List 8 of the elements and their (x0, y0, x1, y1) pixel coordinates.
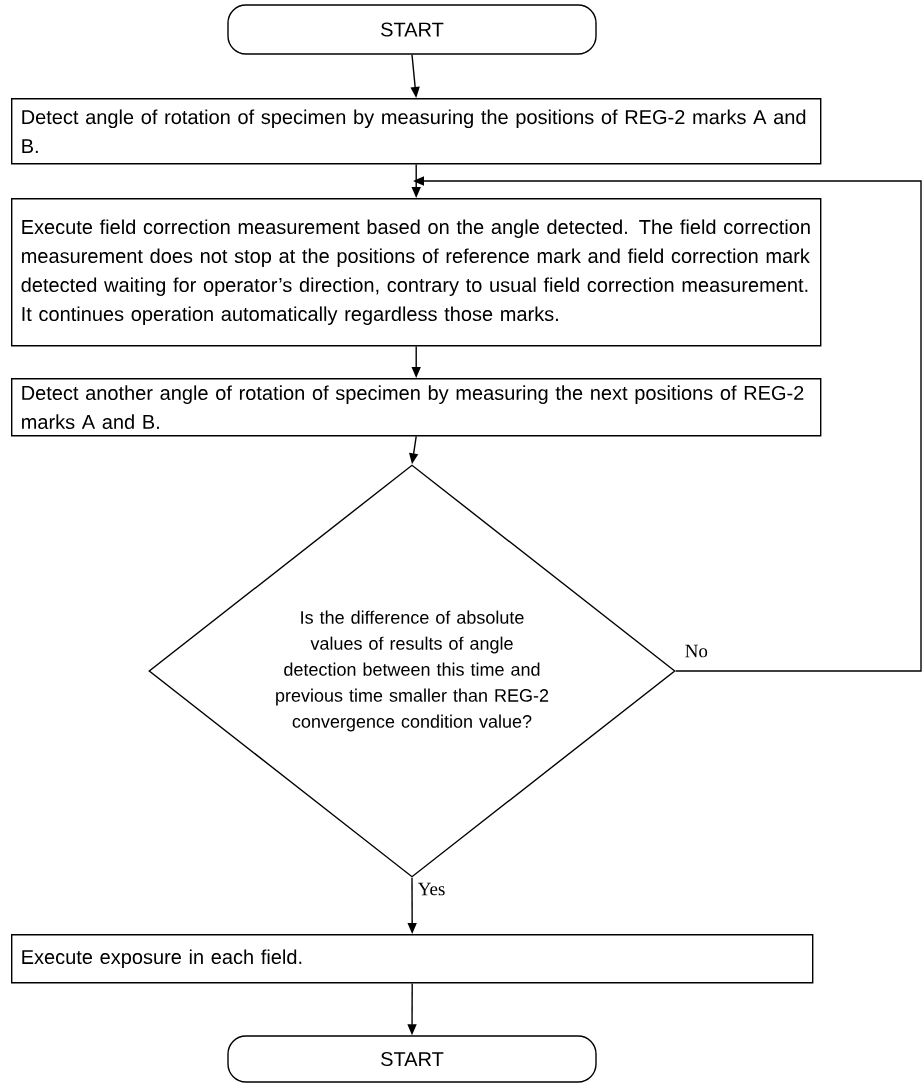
edge-label: No (683, 643, 709, 659)
process-box: Execute field correction measurement based on the angle detected. The field correction measurement does not stop at the positions of reference mark and field correction mark detected waiting for operator’s direction, contrary to usual field correction measurement. It continues operation automatically regardless those marks. (11, 198, 822, 347)
process-box: Execute exposure in each field. (11, 934, 814, 984)
terminal-box: START (227, 4, 597, 55)
terminal-box: START (227, 1035, 597, 1083)
process-box: Detect angle of rotation of specimen by measuring the positions of REG-2 marks A and B. (11, 98, 822, 165)
process-box: Detect another angle of rotation of specimen by measuring the next positions of REG-2 marks A and B. (11, 378, 822, 437)
edge-label: Yes (416, 881, 447, 897)
